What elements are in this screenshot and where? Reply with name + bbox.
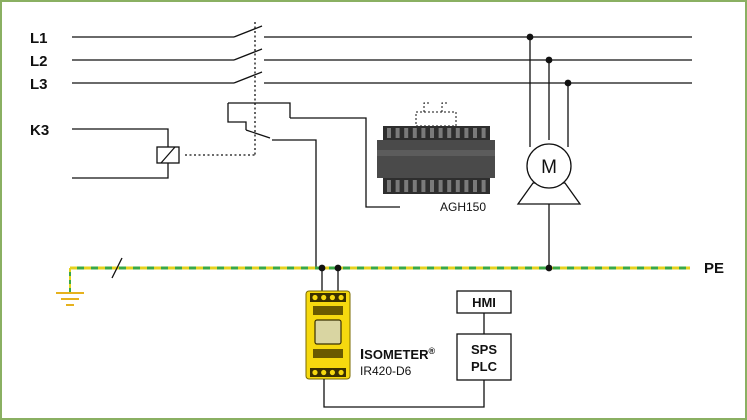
hmi-label: HMI [472, 295, 496, 310]
plc-label-plc: PLC [471, 359, 498, 374]
agh-terminal-rib [412, 128, 417, 138]
agh-connection-wire [290, 117, 400, 208]
phase-lines [72, 25, 692, 84]
agh-bottom-terminals [383, 178, 490, 194]
k3-coil-slash [160, 146, 176, 164]
k3-wire-top [72, 128, 169, 147]
agh-terminal-rib [430, 180, 434, 192]
isometer-brand-rest: SOMETER [364, 347, 429, 362]
agh-terminal-rib [464, 128, 469, 138]
isometer-registered: ® [428, 346, 435, 356]
k3-control-circuit [72, 128, 180, 179]
agh-terminal-rib [447, 128, 452, 138]
junction-l1 [526, 33, 534, 41]
isometer-plc-wire [323, 379, 485, 408]
isometer-model: IR420-D6 [360, 364, 412, 378]
motor-label: M [541, 157, 557, 178]
isometer-terminal-screw [329, 369, 335, 376]
l2-switch-blade [233, 48, 263, 61]
agh-dotted-lead-right [441, 102, 448, 112]
agh-terminal-rib [447, 180, 452, 192]
isometer-leads [321, 268, 339, 292]
motor-base [516, 182, 582, 205]
aux-wire-to-pe [272, 139, 317, 268]
junction-iso-b [334, 264, 342, 272]
isometer-terminal-screw [321, 369, 327, 376]
plc-label-sps: SPS [471, 342, 497, 357]
isometer-bottom-terminals [310, 368, 346, 377]
isometer-terminal-screw [312, 294, 318, 301]
pe-junctions [318, 264, 553, 272]
agh-terminal-rib [387, 128, 391, 138]
agh-terminal-rib [412, 180, 417, 192]
isometer-button-row [313, 349, 343, 358]
motor-feed [529, 37, 569, 268]
agh-body-stripe [377, 150, 495, 156]
auxiliary-contact-circuit [227, 102, 400, 268]
isometer-brand-initial: I [360, 346, 364, 363]
aux-wire-top [228, 102, 291, 118]
agh-terminal-rib [473, 180, 477, 192]
agh-dotted-lead-left [423, 102, 430, 112]
isometer-terminal-screw [338, 369, 344, 376]
ground-symbol [56, 292, 84, 306]
agh-terminal-rib [404, 180, 409, 192]
agh-terminal-rib [430, 128, 434, 138]
agh150-device [377, 102, 495, 194]
isometer-indicator-row [313, 306, 343, 315]
agh-terminal-rib [473, 128, 477, 138]
agh-terminal-rib [455, 128, 460, 138]
motor-circle [526, 143, 572, 189]
agh-terminal-rib [464, 180, 469, 192]
l1-label: L1 [30, 30, 48, 47]
agh-top-terminals [383, 126, 490, 140]
agh-terminal-rib [421, 180, 426, 192]
junction-l2 [545, 56, 553, 64]
agh-body [377, 140, 495, 178]
agh-terminal-rib [438, 128, 443, 138]
agh-terminal-rib [395, 128, 400, 138]
control-system [323, 290, 512, 408]
isometer-display [314, 319, 342, 345]
agh150-label: AGH150 [440, 200, 486, 214]
k3-wire-bottom [72, 163, 169, 179]
isometer-bottom-screws [312, 369, 344, 376]
l3-switch-blade [233, 71, 263, 84]
agh-terminal-rib [387, 180, 391, 192]
pe-conductor [69, 257, 690, 292]
agh-terminal-rib [438, 180, 443, 192]
motor-symbol [516, 143, 582, 205]
agh-terminal-rib [421, 128, 426, 138]
agh-terminal-rib [455, 180, 460, 192]
isometer-terminal-screw [312, 369, 318, 376]
isometer-brand: ISOMETER® [360, 346, 435, 363]
l1-switch-blade [233, 25, 263, 38]
motor-junctions [526, 33, 572, 87]
isometer-terminal-screw [321, 294, 327, 301]
isometer-top-screws [312, 294, 344, 301]
agh-terminal-rib [404, 128, 409, 138]
agh-terminal-rib [481, 128, 486, 138]
aux-wire-left [227, 103, 247, 130]
pe-break-mark [111, 257, 123, 279]
isometer-top-terminals [310, 293, 346, 302]
pe-label: PE [704, 260, 724, 277]
agh-terminal-rib [481, 180, 486, 192]
isometer-terminal-screw [338, 294, 344, 301]
junction-motor-pe [545, 264, 553, 272]
isometer-device [305, 290, 351, 380]
agh-terminal-rib [395, 180, 400, 192]
k3-label: K3 [30, 122, 49, 139]
junction-l3 [564, 79, 572, 87]
aux-contact-blade [245, 129, 271, 139]
isometer-terminal-screw [329, 294, 335, 301]
junction-iso-a [318, 264, 326, 272]
l2-label: L2 [30, 53, 48, 70]
l3-label: L3 [30, 76, 48, 93]
agh-terminal-ribs [387, 128, 486, 192]
